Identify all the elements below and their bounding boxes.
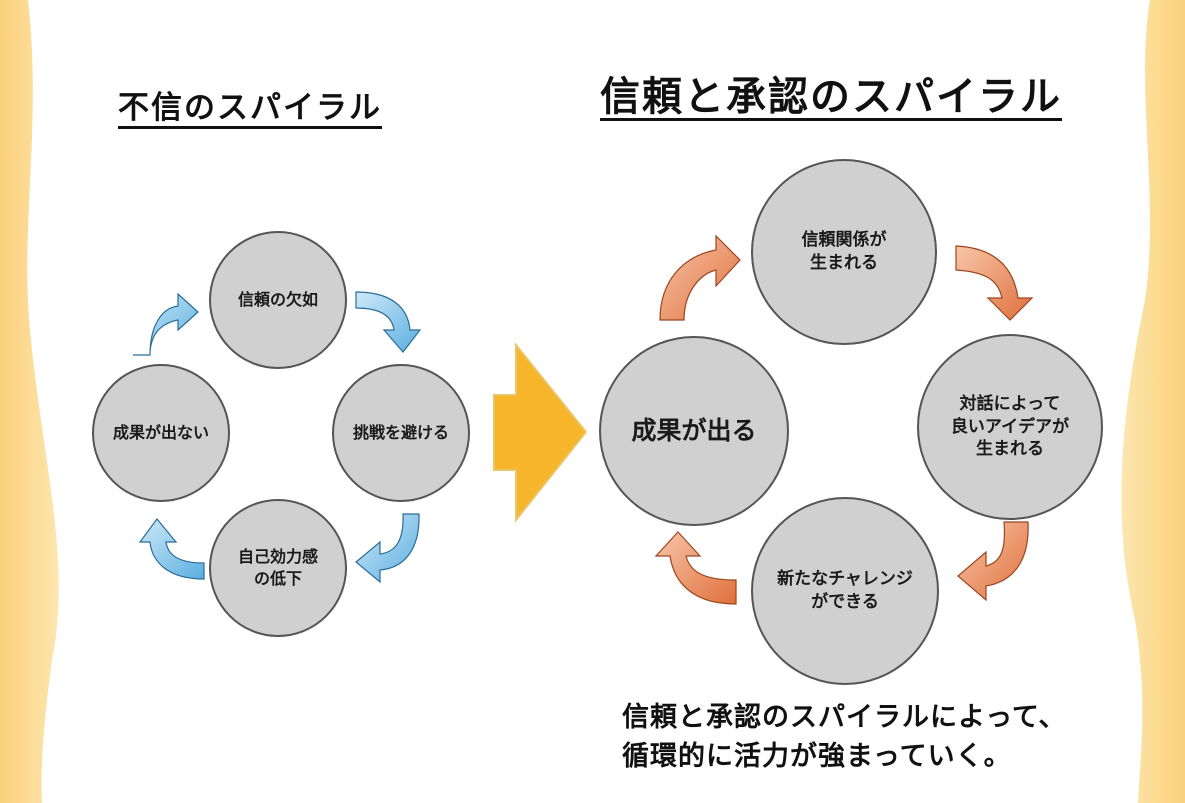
left-wave: [0, 0, 59, 803]
caption: 信頼と承認のスパイラルによって、 循環的に活力が強まっていく。: [622, 698, 1067, 776]
left-node-top: 信頼の欠如: [209, 231, 347, 369]
left-node-right: 挑戦を避ける: [332, 364, 470, 502]
right-wave: [1121, 0, 1185, 803]
right-spiral-title: 信頼と承認のスパイラル: [600, 74, 1062, 120]
right-node-left: 成果が出る: [599, 336, 789, 526]
caption-line-1: 信頼と承認のスパイラルによって、: [622, 702, 1067, 733]
right-node-top: 信頼関係が 生まれる: [751, 159, 937, 345]
left-node-left: 成果が出ない: [92, 364, 230, 502]
left-node-bottom: 自己効力感 の低下: [209, 499, 347, 637]
right-node-bottom: 新たなチャレンジ ができる: [751, 497, 939, 685]
right-node-right: 対話によって 良いアイデアが 生まれる: [917, 334, 1103, 520]
caption-line-2: 循環的に活力が強まっていく。: [622, 741, 1012, 773]
left-spiral-title: 不信のスパイラル: [118, 90, 382, 126]
